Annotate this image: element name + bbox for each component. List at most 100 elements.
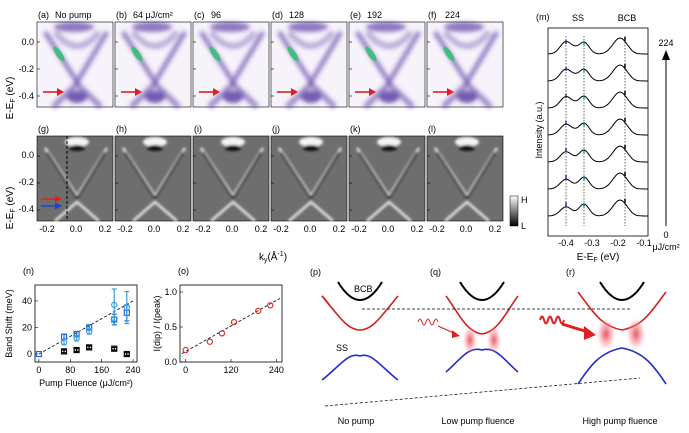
arpes-conduction-band <box>130 30 180 49</box>
arpes-intensity-hotspot <box>209 46 221 62</box>
edc-xlabel: E-EF (eV) <box>577 252 620 264</box>
chart-frame <box>179 284 283 363</box>
panel-title-f: 224 <box>445 10 460 20</box>
q-lower-band <box>445 348 519 373</box>
curvature-red-arrowhead <box>55 195 62 203</box>
edc-curve <box>547 145 648 163</box>
curvature-lower-band <box>444 200 490 222</box>
edc-curve <box>547 199 648 217</box>
arpes-dip-arrowhead <box>213 88 220 96</box>
q-pump-pulse <box>417 318 439 326</box>
arpes-conduction-band <box>442 30 492 49</box>
arpes-top-blob <box>366 22 406 32</box>
chart-point <box>111 345 118 352</box>
arpes-xtick-label: -0.2 <box>39 224 55 234</box>
panel-label-p: (p) <box>310 267 321 277</box>
arpes-valence-band <box>206 79 260 110</box>
r-upper-band <box>577 291 667 331</box>
colorbar-high-label: H <box>521 195 528 205</box>
edc-xtick-3: -0.1 <box>636 238 652 248</box>
arpes-bands <box>432 22 500 110</box>
arpes-xtick-label: -0.2 <box>117 224 133 234</box>
curvature-top-dark <box>459 145 475 151</box>
edc-curve <box>547 172 648 190</box>
p-upper-band-left <box>321 295 331 307</box>
panel-label-g: (g) <box>38 124 49 134</box>
curvature-top-dark <box>381 145 397 151</box>
arpes-xtick-label: 0.0 <box>460 224 473 234</box>
chart-point <box>255 307 262 315</box>
chart-point <box>123 350 130 358</box>
arpes-conduction-band <box>286 30 336 49</box>
curvature-upper-band-shadow <box>436 151 496 200</box>
chart-point <box>85 328 93 335</box>
arpes-intensity-hotspot <box>443 46 455 62</box>
chart-ylabel: Band Shift (meV) <box>4 289 14 358</box>
curvature-top-blob <box>377 137 401 147</box>
arpes-dip-arrowhead <box>291 88 298 96</box>
arpes-xtick-label: 0.2 <box>489 224 502 234</box>
panel-label-e: (e) <box>350 10 361 20</box>
arpes-intensity-hotspot <box>365 46 377 62</box>
arpes-valence-band <box>362 79 416 110</box>
chart-xtick-label: 240 <box>126 365 141 375</box>
arpes-xtick-label: 0.0 <box>382 224 395 234</box>
p-bcb-label: BCB <box>354 284 373 294</box>
panel-label-h: (h) <box>116 124 127 134</box>
edc-xtick-1: -0.3 <box>584 238 600 248</box>
chart-fit-line <box>38 300 134 355</box>
chart-ytick-label: 0 <box>27 349 32 359</box>
curvature-panel-k: (k) <box>348 124 426 222</box>
curvature-upper-band-shadow <box>358 151 418 200</box>
arpes-xtick-label: 0.2 <box>333 224 346 234</box>
arpes-valence-blob <box>67 91 87 103</box>
colorbar <box>509 195 519 227</box>
arpes-valence-band <box>284 79 338 110</box>
edc-fluence-arrowhead <box>662 50 670 60</box>
arpes-xtick-label: -0.2 <box>273 224 289 234</box>
chart-ytick-label: 20 <box>22 322 32 332</box>
arpes-ylabel-bottom: E-EF (eV) <box>5 187 17 230</box>
schematics: (p) (q) (r) BCB SS No pump Low pump flue… <box>310 267 667 426</box>
curvature-lower-band <box>366 200 412 222</box>
arpes-ytick-bot-0: 0.0 <box>21 150 34 160</box>
curvature-panel-j: (j) <box>270 124 348 222</box>
panel-label-l: (l) <box>428 124 436 134</box>
panel-label-d: (d) <box>272 10 283 20</box>
edc-xtick-0: -0.4 <box>558 238 574 248</box>
chart-xtick-label: 120 <box>223 365 238 375</box>
vbm-reference-line <box>324 377 641 407</box>
arpes-xtick-label: 0.0 <box>70 224 83 234</box>
panel-label-b: (b) <box>116 10 127 20</box>
curvature-lower-band <box>54 200 100 222</box>
curvature-bands <box>43 137 109 222</box>
edc-scale-unit: μJ/cm² <box>652 242 679 252</box>
p-ss-label: SS <box>336 343 348 353</box>
arpes-xtick-label: 0.2 <box>177 224 190 234</box>
chart-point <box>60 348 68 355</box>
arpes-panel-e: (e)192 <box>348 10 426 110</box>
chart-ytick-label: 1.0 <box>164 287 177 297</box>
arpes-intensity-hotspot <box>53 46 65 62</box>
chart-point <box>206 338 214 345</box>
chart-point <box>230 318 238 326</box>
colorbar-low-label: L <box>521 221 526 231</box>
chart-point <box>73 334 80 342</box>
curvature-lower-band <box>210 200 256 222</box>
arpes-ytick-bot-1: -0.2 <box>18 177 34 187</box>
q-excitation-right <box>488 328 500 352</box>
curvature-panel-g: (g) <box>36 124 114 222</box>
curvature-bands <box>277 137 343 222</box>
arpes-top-blob <box>444 22 484 32</box>
arpes-xtick-label: 0.2 <box>99 224 112 234</box>
curvature-upper-band-shadow <box>124 151 184 200</box>
panel-label-f: (f) <box>428 10 437 20</box>
curvature-panel-h: (h) <box>114 124 192 222</box>
panel-label-r: (r) <box>566 267 575 277</box>
chart-point <box>60 338 68 346</box>
arpes-top-blob <box>132 22 172 32</box>
